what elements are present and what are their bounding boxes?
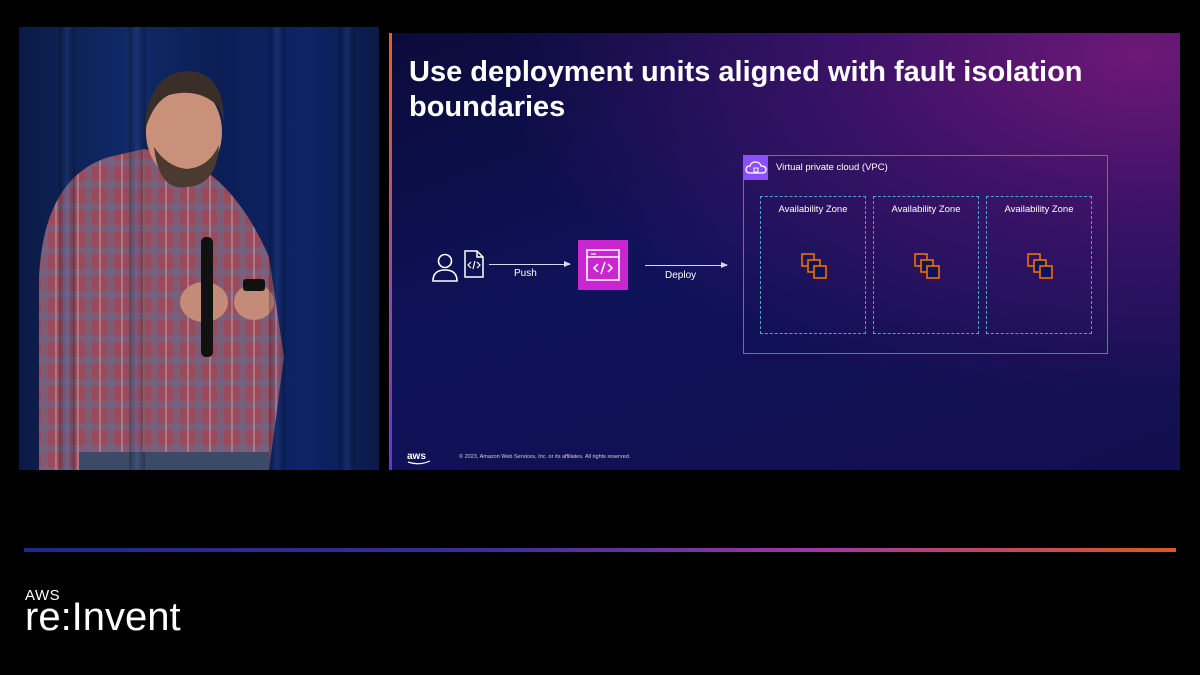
az-label: Availability Zone <box>891 204 961 215</box>
curtain-fold <box>59 27 75 470</box>
push-arrow <box>489 261 571 267</box>
curtain-fold <box>129 27 145 470</box>
speaker-video <box>19 27 379 470</box>
brand-aws: AWS <box>25 587 61 604</box>
curtain-fold <box>269 27 285 470</box>
deploy-arrow <box>645 262 728 268</box>
deploy-label: Deploy <box>665 270 697 281</box>
ec2-instances-icon <box>914 253 940 279</box>
availability-zone: Availability Zone <box>873 196 979 334</box>
svg-text:aws: aws <box>407 451 426 462</box>
code-pipeline-icon <box>578 240 628 290</box>
person-icon <box>432 253 458 282</box>
aws-logo: aws <box>407 451 431 465</box>
ec2-instances-icon <box>1027 253 1053 279</box>
copyright-text: © 2023, Amazon Web Services, Inc. or its… <box>459 454 631 460</box>
availability-zone: Availability Zone <box>760 196 866 334</box>
vpc-group: Virtual private cloud (VPC) Availability… <box>743 155 1108 354</box>
vpc-cloud-icon <box>744 156 768 180</box>
push-label: Push <box>514 268 537 279</box>
speaker-figure <box>39 71 284 470</box>
slide-title: Use deployment units aligned with fault … <box>409 56 1083 123</box>
az-label: Availability Zone <box>778 204 848 215</box>
slide-accent-edge <box>389 33 392 470</box>
brand-event: re:Invent <box>25 595 181 639</box>
curtain-fold <box>339 27 355 470</box>
presentation-slide: Use deployment units aligned with fault … <box>389 33 1180 470</box>
availability-zone: Availability Zone <box>986 196 1092 334</box>
brand-gradient-bar <box>24 548 1176 552</box>
ec2-instances-icon <box>801 253 827 279</box>
vpc-label: Virtual private cloud (VPC) <box>776 162 888 173</box>
code-file-icon <box>464 250 484 278</box>
az-label: Availability Zone <box>1004 204 1074 215</box>
